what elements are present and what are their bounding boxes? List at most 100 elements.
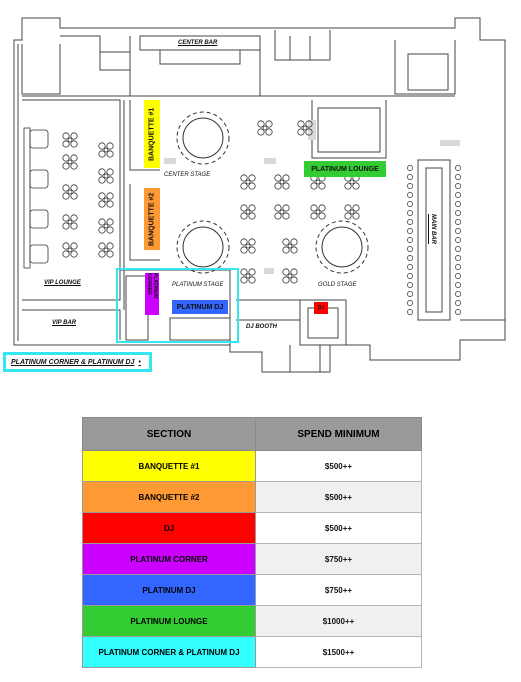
spend-cell: $1500++ bbox=[255, 636, 422, 668]
table-cluster-icon bbox=[297, 120, 313, 136]
platinum-dj-zone: PLATINUM DJ bbox=[172, 300, 228, 314]
bar-stool-icon bbox=[455, 210, 461, 216]
spend-cell: $750++ bbox=[255, 574, 422, 606]
bar-stool-icon bbox=[407, 228, 413, 234]
table-cluster-icon bbox=[282, 268, 298, 284]
bar-stool-icon bbox=[455, 228, 461, 234]
bar-stool-icon bbox=[407, 210, 413, 216]
table-row: PLATINUM DJ$750++ bbox=[82, 574, 422, 606]
bar-stool-icon bbox=[455, 282, 461, 288]
table-cluster-icon bbox=[274, 174, 290, 190]
vip-lounge-label: VIP LOUNGE bbox=[44, 280, 81, 286]
table-row: BANQUETTE #2$500++ bbox=[82, 481, 422, 513]
bar-stool-icon bbox=[455, 291, 461, 297]
bar-stool-icon bbox=[407, 264, 413, 270]
bar-stool-icon bbox=[407, 246, 413, 252]
table-cluster-icon bbox=[240, 268, 256, 284]
bar-stool-icon bbox=[455, 165, 461, 171]
table-cluster-icon bbox=[344, 204, 360, 220]
bar-stool-icon bbox=[455, 237, 461, 243]
table-cluster-icon bbox=[282, 238, 298, 254]
spend-header: SPEND MINIMUM bbox=[255, 417, 422, 451]
section-cell: DJ bbox=[82, 512, 256, 544]
floor-plan bbox=[13, 17, 506, 373]
table-row: PLATINUM LOUNGE$1000++ bbox=[82, 605, 422, 637]
bar-stool-icon bbox=[407, 174, 413, 180]
table-cluster-icon bbox=[310, 204, 326, 220]
table-cluster-icon bbox=[62, 154, 78, 170]
bar-stool-icon bbox=[407, 309, 413, 315]
platinum-corner-dj-callout: PLATINUM CORNER & PLATINUM DJ• bbox=[3, 352, 152, 372]
table-cluster-icon bbox=[98, 168, 114, 184]
bar-stool-icon bbox=[455, 174, 461, 180]
table-row: DJ$500++ bbox=[82, 512, 422, 544]
bar-stool-icon bbox=[455, 219, 461, 225]
table-cluster-icon bbox=[240, 174, 256, 190]
bar-stool-icon bbox=[407, 183, 413, 189]
bar-stool-icon bbox=[455, 255, 461, 261]
section-cell: BANQUETTE #1 bbox=[82, 450, 256, 482]
bar-stool-icon bbox=[407, 255, 413, 261]
bar-stool-icon bbox=[407, 282, 413, 288]
platinum-corner-zone: PLATINUM CORNER bbox=[145, 273, 159, 315]
table-cluster-icon bbox=[62, 132, 78, 148]
table-cluster-icon bbox=[310, 174, 326, 190]
table-cluster-icon bbox=[98, 192, 114, 208]
platinum-lounge-zone: PLATINUM LOUNGE bbox=[304, 161, 386, 177]
bar-stool-icon bbox=[455, 309, 461, 315]
arrow-icon: • bbox=[138, 358, 141, 366]
table-row: PLATINUM CORNER$750++ bbox=[82, 543, 422, 575]
section-cell: PLATINUM CORNER bbox=[82, 543, 256, 575]
table-cluster-icon bbox=[98, 142, 114, 158]
bar-stool-icon bbox=[455, 273, 461, 279]
table-cluster-icon bbox=[344, 174, 360, 190]
table-cluster-icon bbox=[98, 218, 114, 234]
table-cluster-icon bbox=[62, 242, 78, 258]
bar-stool-icon bbox=[455, 264, 461, 270]
bar-stool-icon bbox=[407, 237, 413, 243]
dj-zone: DJ bbox=[314, 302, 328, 314]
table-cluster-icon bbox=[98, 242, 114, 258]
callout-text: PLATINUM CORNER & PLATINUM DJ bbox=[11, 358, 135, 366]
table-cluster-icon bbox=[240, 204, 256, 220]
table-cluster-icon bbox=[257, 120, 273, 136]
table-row: BANQUETTE #1$500++ bbox=[82, 450, 422, 482]
bar-stool-icon bbox=[455, 192, 461, 198]
bar-stool-icon bbox=[407, 165, 413, 171]
bar-stool-icon bbox=[407, 300, 413, 306]
spend-cell: $750++ bbox=[255, 543, 422, 575]
bar-stool-icon bbox=[407, 192, 413, 198]
section-cell: BANQUETTE #2 bbox=[82, 481, 256, 513]
section-cell: PLATINUM CORNER & PLATINUM DJ bbox=[82, 636, 256, 668]
table-header-row: SECTION SPEND MINIMUM bbox=[82, 417, 422, 451]
spend-cell: $500++ bbox=[255, 450, 422, 482]
spend-cell: $1000++ bbox=[255, 605, 422, 637]
vip-bar-label: VIP BAR bbox=[52, 320, 77, 326]
main-bar-label: MAIN BAR bbox=[430, 214, 436, 244]
table-cluster-icon bbox=[240, 238, 256, 254]
platinum-stage-label: PLATINUM STAGE bbox=[172, 282, 224, 288]
spend-minimum-table: SECTION SPEND MINIMUM BANQUETTE #1$500++… bbox=[82, 417, 422, 668]
bar-stool-icon bbox=[455, 183, 461, 189]
table-cluster-icon bbox=[274, 204, 290, 220]
table-cluster-icon bbox=[62, 184, 78, 200]
gold-stage-label: GOLD STAGE bbox=[318, 282, 357, 288]
bar-stool-icon bbox=[407, 273, 413, 279]
section-cell: PLATINUM DJ bbox=[82, 574, 256, 606]
center-stage-label: CENTER STAGE bbox=[164, 172, 211, 178]
spend-cell: $500++ bbox=[255, 512, 422, 544]
table-row: PLATINUM CORNER & PLATINUM DJ$1500++ bbox=[82, 636, 422, 668]
center-bar-label: CENTER BAR bbox=[178, 40, 218, 46]
bar-stool-icon bbox=[407, 291, 413, 297]
dj-booth-label: DJ BOOTH bbox=[246, 324, 278, 330]
section-header: SECTION bbox=[82, 417, 256, 451]
table-cluster-icon bbox=[62, 214, 78, 230]
section-cell: PLATINUM LOUNGE bbox=[82, 605, 256, 637]
bar-stool-icon bbox=[455, 201, 461, 207]
bar-stool-icon bbox=[407, 219, 413, 225]
bar-stool-icon bbox=[455, 300, 461, 306]
bar-stool-icon bbox=[455, 246, 461, 252]
banquette-1-zone: BANQUETTE #1 bbox=[144, 100, 160, 168]
banquette-2-zone: BANQUETTE #2 bbox=[144, 188, 160, 250]
spend-cell: $500++ bbox=[255, 481, 422, 513]
